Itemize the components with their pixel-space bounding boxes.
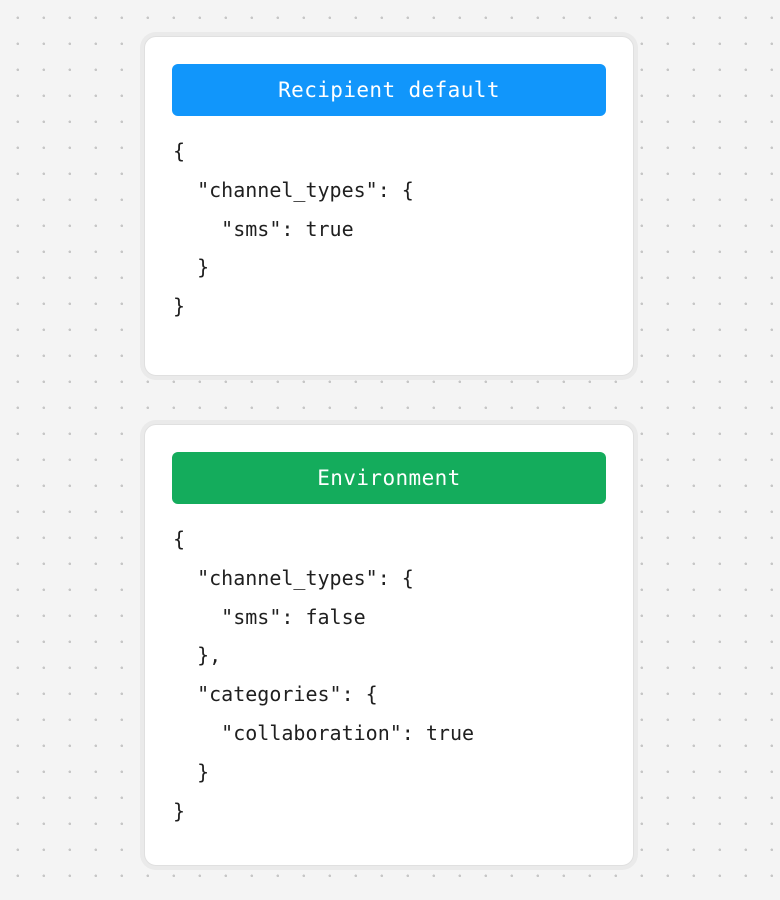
json-code-environment: { "channel_types": { "sms": false }, "ca… <box>173 527 475 823</box>
card-header-title-recipient-default: Recipient default <box>278 77 500 102</box>
card-header-title-environment: Environment <box>317 465 461 490</box>
card-header-recipient-default: Recipient default <box>172 64 606 116</box>
card-body-environment: { "channel_types": { "sms": false }, "ca… <box>145 520 633 830</box>
card-recipient-default[interactable]: Recipient default { "channel_types": { "… <box>144 36 634 376</box>
card-environment[interactable]: Environment { "channel_types": { "sms": … <box>144 424 634 866</box>
card-body-recipient-default: { "channel_types": { "sms": true } } <box>145 132 633 326</box>
card-header-environment: Environment <box>172 452 606 504</box>
json-code-recipient-default: { "channel_types": { "sms": true } } <box>173 139 414 319</box>
